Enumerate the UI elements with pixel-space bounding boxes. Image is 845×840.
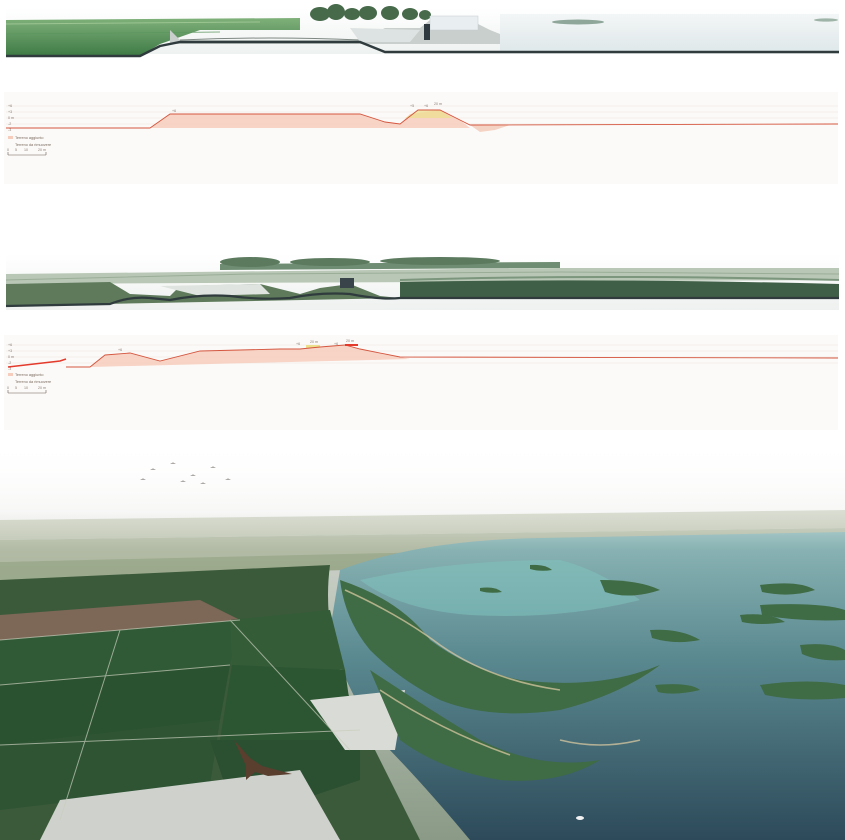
legend-label: Terreno aggiunto [15,136,44,140]
scale-tick: 20 m [38,148,46,152]
scale-tick: 5 [15,386,17,390]
legend-label: Terreno aggiunto [15,373,44,377]
axis-label: +3 [8,110,12,114]
section-render-1 [0,0,845,62]
height-callout: +6 [296,342,300,346]
height-callout: +6 [172,109,176,113]
scale-tick: 0 [7,148,9,152]
height-callout: +6 [118,348,122,352]
axis-label: -2 [8,361,11,365]
legend-swatch [8,136,13,139]
height-callout: +5 [410,104,414,108]
scale-tick: 10 [24,386,28,390]
aerial-landscape-render [0,440,845,840]
width-callout: 20 m [434,102,442,106]
axis-label: +6 [8,343,12,347]
section-profile-2: +6 +3 0 m -2 -3 +6 +6 20 m +6 20 m Terre… [0,315,845,435]
height-callout: +6 [424,104,428,108]
axis-label: 0 m [8,355,14,359]
scale-tick: 5 [15,148,17,152]
section-profile-1: +6 +3 0 m -2 -3 +6 +5 +6 20 m Terreno ag… [0,62,845,187]
axis-label: 0 m [8,116,14,120]
scale-title: Terreno da rimuovere [15,380,51,384]
scale-bar: 0 5 10 20 m [7,148,47,156]
scale-bar: 0 5 10 20 m [7,386,47,394]
scale-tick: 20 m [38,386,46,390]
axis-label: +6 [8,104,12,108]
scale-tick: 10 [24,148,28,152]
width-callout: 20 m [346,339,354,343]
legend-swatch [8,373,13,376]
scale-tick: 0 [7,386,9,390]
width-callout: 20 m [310,340,318,344]
section-render-2 [0,250,845,315]
axis-label: +3 [8,349,12,353]
axis-label: -2 [8,122,11,126]
scale-title: Terreno da rimuovere [15,143,51,147]
axis-label: -3 [8,367,11,371]
axis-label: -3 [8,128,11,132]
height-callout: +6 [334,342,338,346]
